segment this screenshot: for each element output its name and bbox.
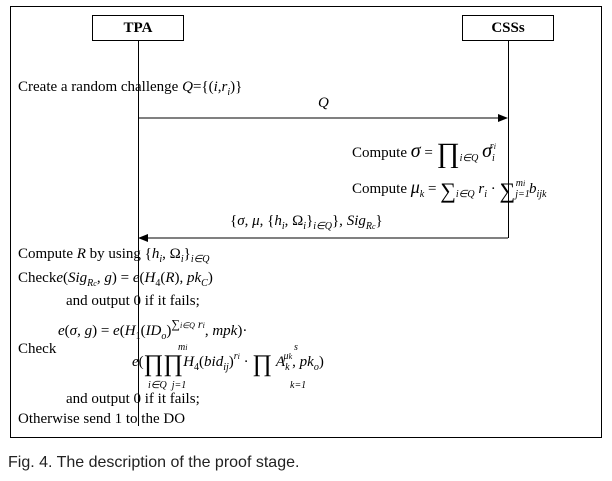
compute-r-text: Compute R by using {hi, Ωi}i∈Q: [18, 246, 210, 265]
product-upper-limit-s: s: [294, 342, 298, 353]
figure-caption: Fig. 4. The description of the proof sta…: [8, 454, 300, 471]
check-sig-text: Checke(SigRc, g) = e(H4(R), pkC): [18, 270, 213, 289]
product-upper-limit-mi: mi: [178, 342, 188, 353]
otherwise-text: Otherwise send 1 to the DO: [18, 411, 186, 427]
product-lower-limit-k: k=1: [290, 380, 307, 391]
product-equation: e(∏∏H4(bidij)ri · ∏ Akμk, pko): [132, 351, 324, 377]
css-label: CSSs: [491, 19, 525, 36]
tpa-label: TPA: [123, 19, 153, 36]
compute-sigma-text: Compute σ = ∏i∈Q σiri: [352, 138, 496, 169]
css-actor-box: CSSs: [462, 15, 554, 41]
compute-mu-text: Compute μk = ∑i∈Q ri · ∑j=1mi bijk: [352, 177, 547, 203]
pairing-equation: e(σ, g) = e(H1(IDo)∑i∈Q ri, mpk)·: [58, 317, 248, 342]
response-label: {σ, μ, {hi, Ωi}i∈Q}, SigRc}: [230, 213, 383, 232]
check-label: Check: [18, 341, 57, 357]
product-lower-limits: i∈Q j=1: [148, 380, 187, 391]
css-lifeline: [508, 41, 509, 238]
challenge-label: Q: [318, 95, 329, 111]
diagram-frame: [10, 6, 602, 438]
output-zero-text-2: and output 0 if it fails;: [66, 391, 200, 407]
create-challenge-text: Create a random challenge Q={(i,ri)}: [18, 79, 243, 98]
tpa-lifeline: [138, 41, 139, 426]
output-zero-text-1: and output 0 if it fails;: [66, 293, 200, 309]
tpa-actor-box: TPA: [92, 15, 184, 41]
